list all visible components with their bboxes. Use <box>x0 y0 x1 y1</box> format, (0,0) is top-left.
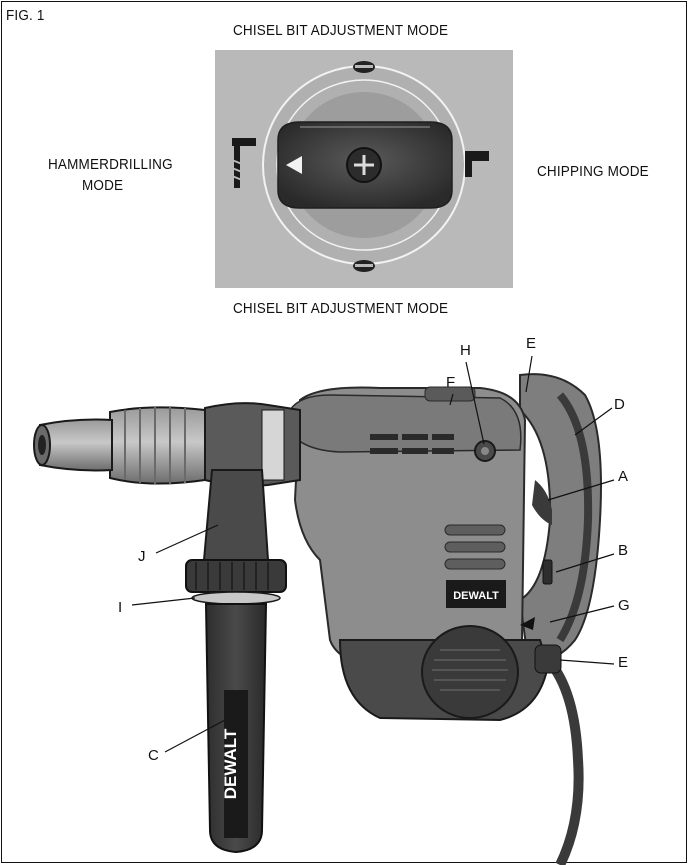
side-handle-clamp <box>202 469 270 561</box>
callout-c: C <box>148 747 159 764</box>
power-cord <box>544 656 584 865</box>
sds-chuck <box>109 406 206 485</box>
rotary-hammer-drawing: DEWALT D <box>33 373 602 865</box>
mode-selector-knob <box>424 386 476 402</box>
callout-e-top: E <box>526 335 537 352</box>
arrow-g-icon <box>520 617 535 630</box>
callout-a: A <box>618 468 629 485</box>
depth-rod-collar <box>191 591 281 605</box>
grip-brand-strip <box>224 690 248 838</box>
callout-i: H <box>460 342 471 359</box>
callout-g: G <box>618 597 630 614</box>
callout-e-bottom: E <box>618 654 629 671</box>
grip-brand-text: DEWALT <box>221 728 240 799</box>
callout-b: B <box>618 542 629 559</box>
screw-cross-icon <box>354 155 374 175</box>
cord-guard <box>534 644 562 674</box>
figure-label: FIG. 1 <box>6 7 45 24</box>
top-mode-label: CHISEL BIT ADJUSTMENT MODE <box>233 22 449 39</box>
chipping-mode-label: CHIPPING MODE <box>537 163 649 180</box>
air-vents <box>370 434 454 454</box>
gear-housing <box>289 394 522 453</box>
lock-on-button <box>542 559 553 585</box>
chipping-symbol-icon <box>465 151 489 177</box>
collar-band <box>261 409 285 481</box>
trigger-switch <box>532 480 552 525</box>
body-brand-badge <box>446 580 506 608</box>
pointer-arrow-icon <box>286 156 302 174</box>
hammerdrilling-label-line1: HAMMERDRILLING <box>48 156 173 173</box>
callout-f: F <box>446 374 456 391</box>
callout-j: J <box>138 548 146 565</box>
callout-h: I <box>118 599 123 616</box>
chuck-nose <box>39 418 113 472</box>
body-brand-text: DEWALT <box>453 590 499 602</box>
leader-lines <box>131 355 615 753</box>
hammerdrill-symbol-icon <box>231 138 256 188</box>
motor-cap <box>421 625 519 719</box>
bottom-mode-label: CHISEL BIT ADJUSTMENT MODE <box>233 300 449 317</box>
mode-selector-panel <box>215 50 513 288</box>
callout-d: D <box>614 396 625 413</box>
side-handle-collar <box>185 559 287 593</box>
hammerdrilling-label-line2: MODE <box>82 177 124 194</box>
